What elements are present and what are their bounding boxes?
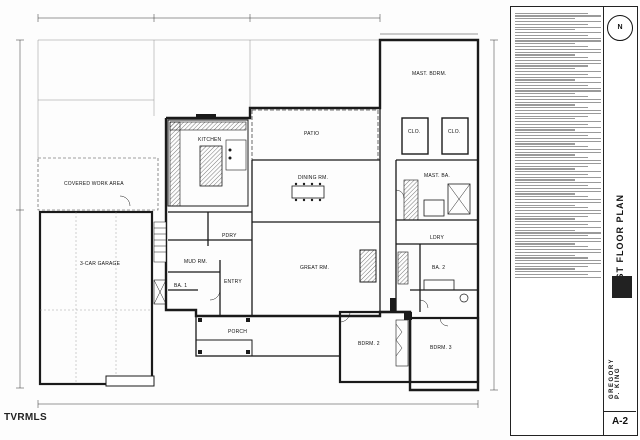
room-label-pantry: PDRY: [222, 233, 237, 239]
exterior-walls: [164, 38, 480, 392]
room-label-master-bedroom: MAST. BDRM.: [412, 71, 447, 77]
room-label-covered-work-area: COVERED WORK AREA: [64, 181, 124, 187]
room-label-entry: ENTRY: [224, 279, 242, 285]
room-label-bedroom-2: BDRM. 2: [358, 341, 380, 347]
garage-walls: [38, 210, 154, 386]
room-label-great-room: GREAT RM.: [300, 265, 330, 271]
room-label-bath-2: BA. 2: [432, 265, 446, 271]
north-arrow-icon: N: [607, 15, 633, 41]
room-label-garage: 3-CAR GARAGE: [80, 261, 121, 267]
room-label-master-bath: MAST. BA.: [424, 173, 450, 179]
title-block: N FIRST FLOOR PLAN GREGORY P. KING A-2: [510, 6, 638, 436]
room-label-patio: PATIO: [304, 131, 320, 137]
covered-work-area-outline: [37, 157, 159, 211]
general-notes: [515, 11, 601, 399]
title-block-strip: [603, 7, 637, 435]
designer-name: GREGORY P. KING: [609, 358, 621, 399]
thumbnail-image: [612, 276, 632, 298]
room-label-dining: DINING RM.: [298, 175, 329, 181]
room-label-closet-2: CLO.: [448, 129, 461, 135]
room-label-bedroom-3: BDRM. 3: [430, 345, 452, 351]
room-label-kitchen: KITCHEN: [198, 137, 222, 143]
room-label-mud-room: MUD RM.: [184, 259, 208, 265]
room-label-laundry: LDRY: [430, 235, 445, 241]
room-label-porch: PORCH: [228, 329, 248, 335]
sheet-number: A-2: [604, 411, 636, 427]
mls-watermark: TVRMLS: [4, 412, 47, 423]
room-label-closet-1: CLO.: [408, 129, 421, 135]
dimension-lines: [16, 14, 498, 408]
reference-grid: [37, 39, 380, 160]
room-label-bath-1: BA. 1: [174, 283, 188, 289]
